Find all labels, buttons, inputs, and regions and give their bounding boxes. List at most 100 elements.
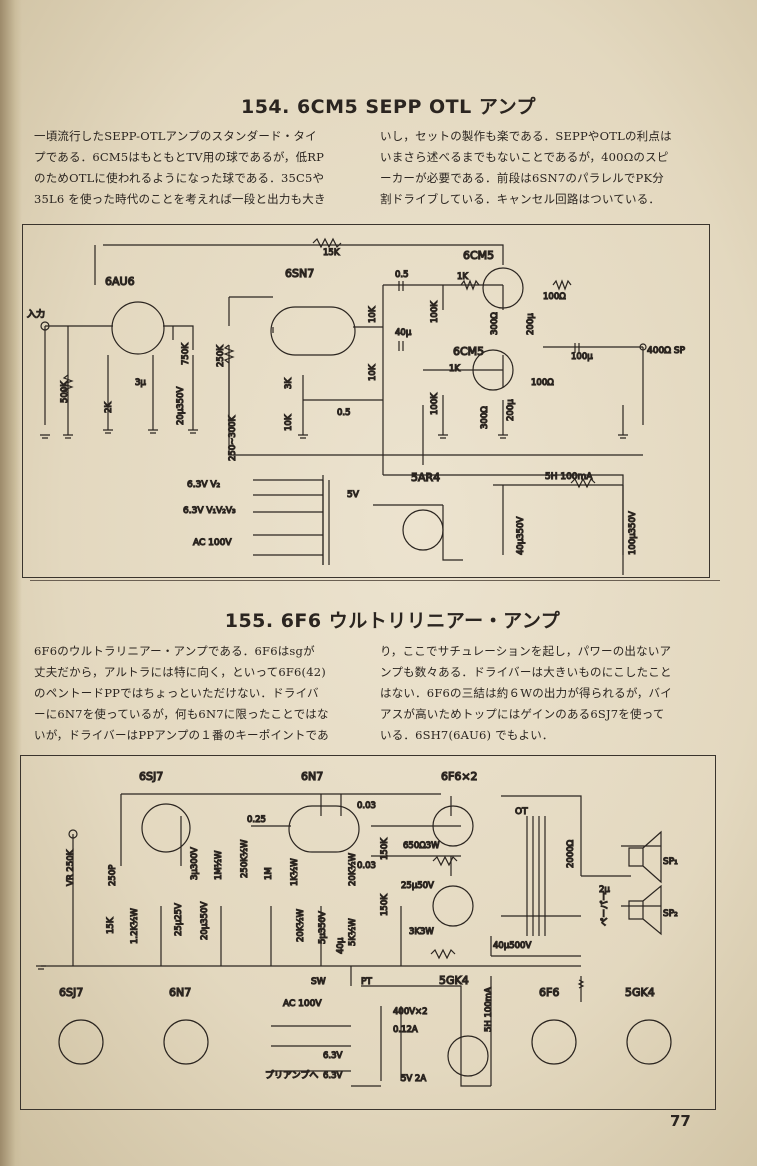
speaker-2-icon [628,884,662,936]
label-20u350v: 20μ350V [176,387,186,425]
label-ot: OT [515,807,528,817]
text-line: ーに6N7を使っているが，何も6N7に限ったことではな [34,707,329,721]
section-155-body-left: 6F6のウルトラリニアー・アンプである．6F6はsgが 丈夫だから，アルトラには… [34,641,364,746]
label-10k-c: 10K [368,364,378,381]
label-3u300v: 3μ300V [190,847,200,880]
label-vr250k: VR 250K [66,849,76,886]
label-100k-b: 100K [430,393,440,415]
label-6sj7: 6SJ7 [139,770,163,783]
label-6cm5-upper: 6CM5 [463,249,494,262]
tube-6f6-lower [432,885,474,927]
base-6sj7 [58,1019,104,1065]
label-2k: 2K [104,402,114,413]
tube-6f6-upper [432,805,474,847]
label-10k-b: 10K [368,306,378,323]
text-line: のペントードPPではちょっといただけない．ドライバ [34,686,319,700]
label-ac-100v: AC 100V [283,999,322,1009]
text-line: のためOTLに使われるようになった球である．35C5や [34,171,325,185]
schematic-6cm5-otl: 入力 6AU6 6SN7 6CM5 6CM5 5AR4 15K 0.5 1K 1… [22,224,710,578]
label-300b: 300Ω [480,406,490,429]
label-heater-1: 6.3V V₂ [187,480,220,490]
label-40u: 40μ [395,328,412,338]
label-100k-a: 100K [430,301,440,323]
label-5v: 5V [347,490,360,500]
text-line: アスが高いためトップにはゲインのある6SJ7を使って [380,707,665,721]
label-10k-a: 10K [284,414,294,431]
text-line: 6F6のウルトラリニアー・アンプである．6F6はsgが [34,644,315,658]
label-20k-2w: 20K½W [296,908,306,942]
label-15k: 15K [106,917,116,934]
label-2000: 2000Ω [566,839,576,868]
label-c05b: 0.5 [337,408,351,418]
tube-6sj7 [141,803,191,853]
base-6n7 [163,1019,209,1065]
tube-6cm5-upper [482,267,524,309]
page-gutter-shadow [0,0,22,1166]
input-jack [40,321,50,331]
label-5v-2a: 5V 2A [401,1074,426,1084]
label-3k-3w: 3K3W [409,927,434,937]
section-divider [30,580,720,581]
base-label-6f6: 6F6 [539,986,559,999]
label-20k-half: 20K½W [348,852,358,886]
label-40u350v: 40μ350V [516,517,526,555]
label-6f6x2: 6F6×2 [441,770,478,783]
label-750k: 750K [181,343,191,365]
label-6au6: 6AU6 [105,275,135,288]
label-5ar4: 5AR4 [411,471,440,484]
tube-6sn7 [270,306,356,356]
base-5gk4 [626,1019,672,1065]
label-0-12a: 0.12A [393,1025,418,1035]
label-c003b: 0.03 [357,861,376,871]
section-154-title: 154. 6CM5 SEPP OTL アンプ [240,96,537,118]
label-200a: 200μ [526,313,536,335]
text-line: 割ドライブしている．キャンセル回路はついている． [380,192,661,206]
label-1ka: 1K [457,272,468,282]
label-sp2: SP₂ [663,909,678,919]
text-line: はない．6F6の三結は約６Wの出力が得られるが，バイ [380,686,672,700]
label-650-3w: 650Ω3W [403,841,440,851]
tube-5ar4 [402,509,444,551]
text-line: ンプも数々ある．ドライバーは大きいものにこしたこと [380,665,672,679]
label-6n7: 6N7 [301,770,323,783]
label-speaker: 400Ω SP [647,346,686,356]
label-100u350v: 100μ350V [628,511,638,555]
label-5gk4: 5GK4 [439,974,469,987]
tube-6n7 [288,805,360,853]
speaker-terminal [639,343,647,351]
label-c05a: 0.5 [395,270,409,280]
label-6-3v-b: 6.3V [323,1071,343,1081]
section-155-body-right: り，ここでサチュレーションを起し，パワーの出ないア ンプも数々ある．ドライバーは… [380,641,710,746]
label-pt: PT [361,977,372,987]
label-200b: 200μ [506,399,516,421]
tube-6cm5-lower [472,349,514,391]
label-250k-half: 250K½W [240,839,250,878]
label-100a: 100Ω [543,292,566,302]
label-1kb: 1K [449,364,460,374]
text-line: ーカーが必要である．前段は6SN7のパラレルでPK分 [380,171,664,185]
label-ac-100v: AC 100V [193,538,232,548]
label-5u350v: 5μ350V [318,911,328,944]
label-15k: 15K [323,248,340,258]
schematic-6f6-drawing: 6SJ7 6N7 6F6×2 OT 0.25 0.03 0.03 250P VR… [36,769,679,1087]
tube-5gk4 [447,1035,489,1077]
text-line: プである．6CM5はもともとTV用の球であるが，低RP [34,150,325,164]
label-choke: 5H 100mA [545,472,593,482]
label-25u25v: 25μ25V [174,903,184,936]
label-6-3v-a: 6.3V [323,1051,343,1061]
base-6f6 [531,1019,577,1065]
label-250k: 250K [216,345,226,367]
base-label-6n7: 6N7 [169,986,191,999]
label-input: 入力 [27,308,45,320]
label-3k: 3K [284,378,294,389]
schematic-6f6-ultralinear: 6SJ7 6N7 6F6×2 OT 0.25 0.03 0.03 250P VR… [20,755,716,1110]
schematic-6cm5-drawing: 入力 6AU6 6SN7 6CM5 6CM5 5AR4 15K 0.5 1K 1… [26,237,686,575]
label-choke: 5H 100mA [484,987,494,1032]
label-vr: 250~300K [228,415,238,461]
label-c025: 0.25 [247,815,266,825]
text-line: いまさら述べるまでもないことであるが，400Ωのスピ [380,150,669,164]
label-c003a: 0.03 [357,801,376,811]
label-3u: 3μ [135,378,146,388]
text-line: いし，セットの製作も楽である．SEPPやOTLの利点は [380,129,672,143]
tube-6au6 [111,301,165,355]
